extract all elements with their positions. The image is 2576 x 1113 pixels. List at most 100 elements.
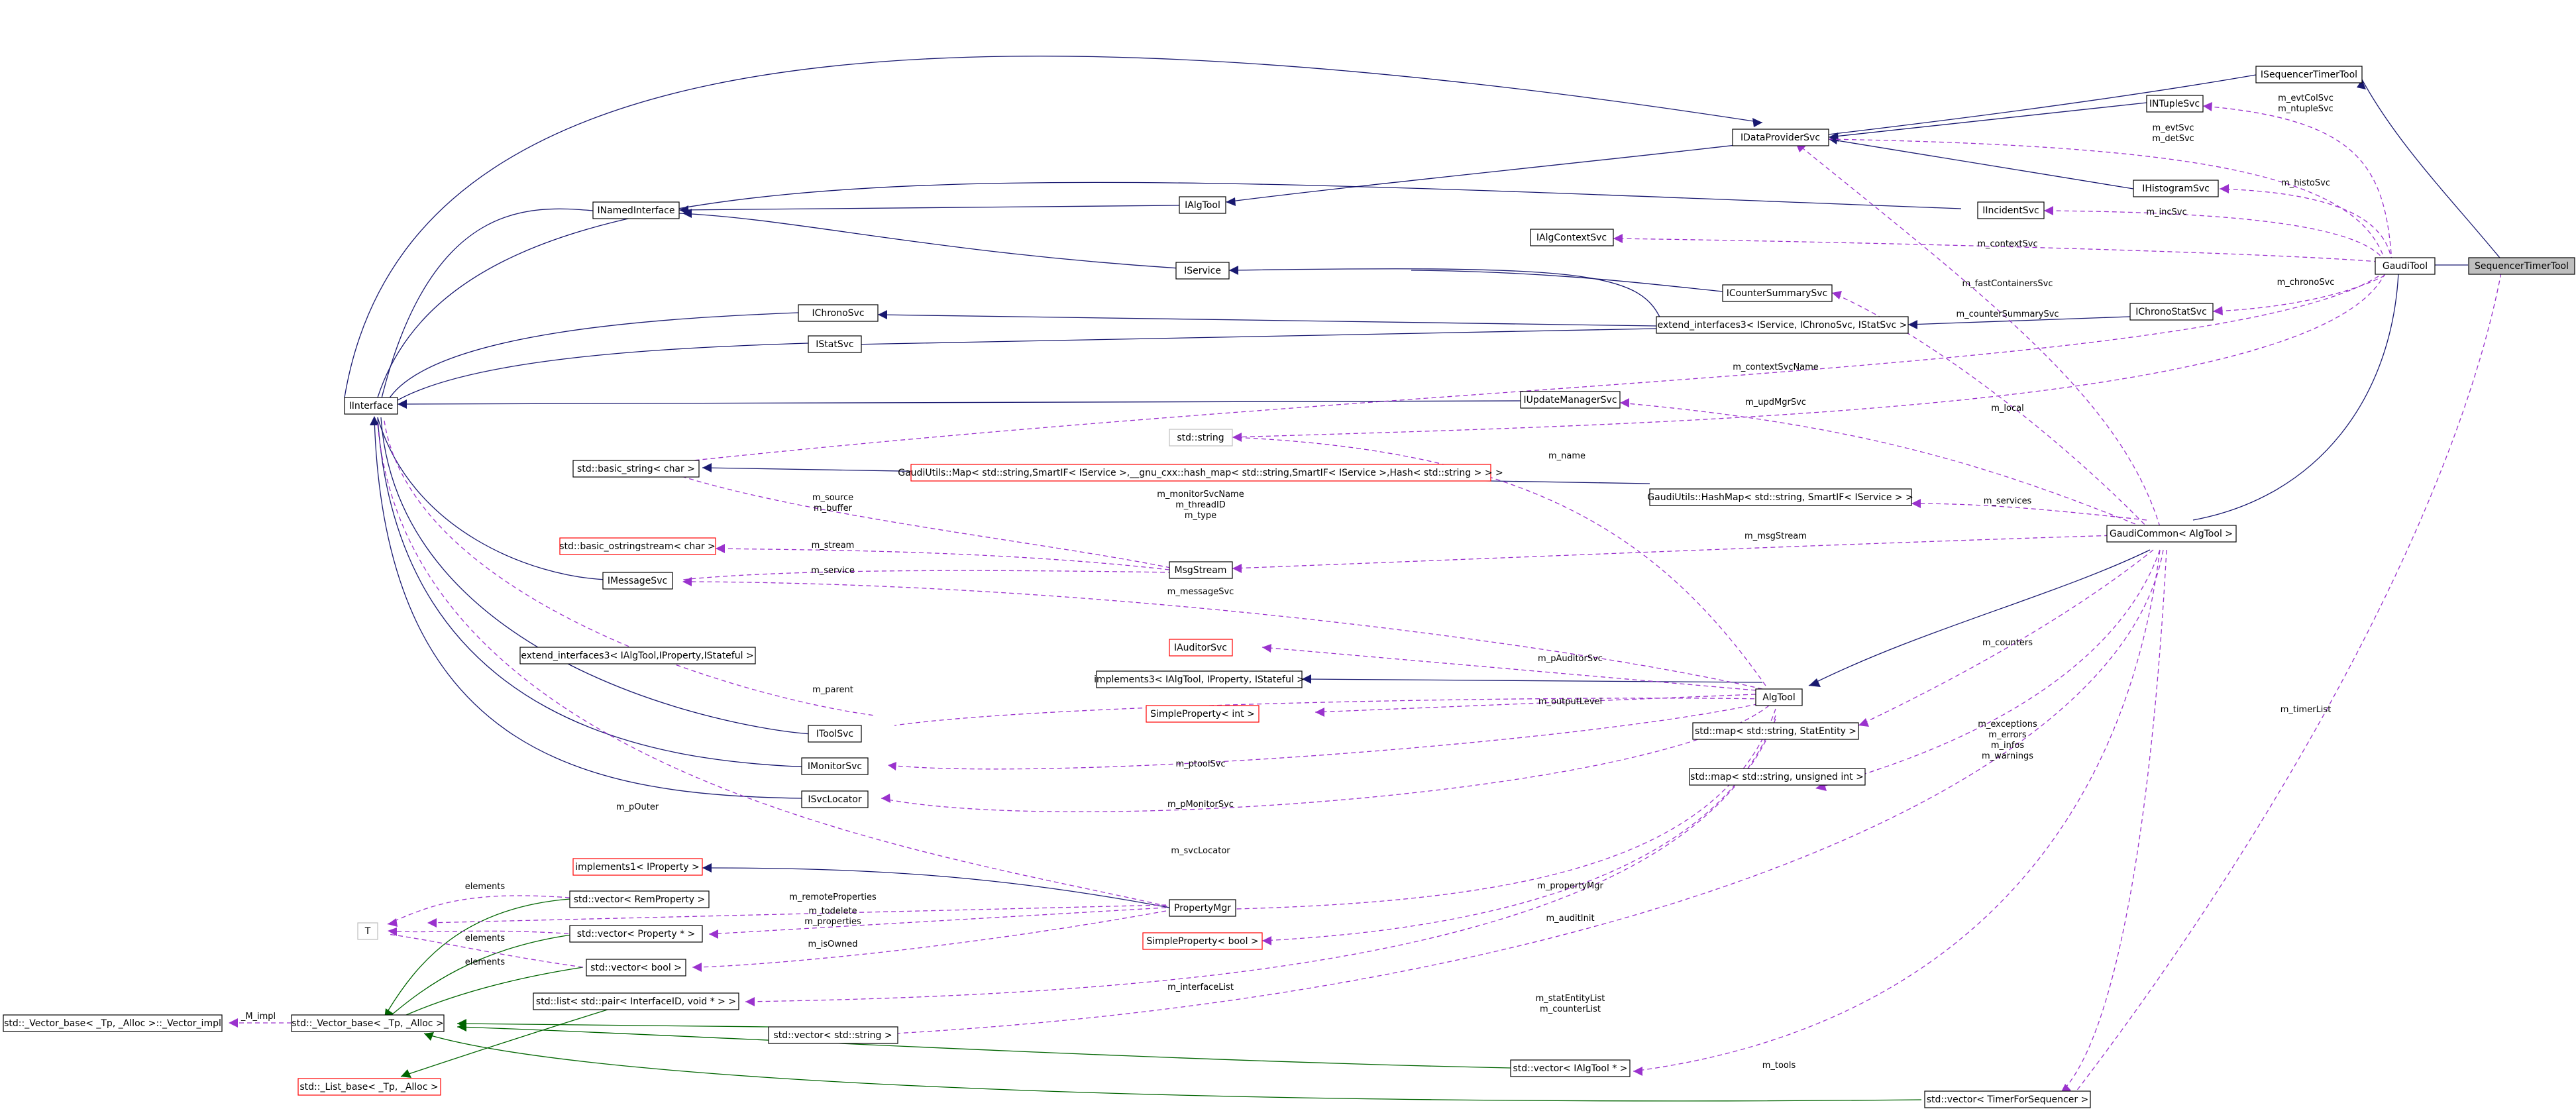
node-implements3[interactable]: implements3< IAlgTool, IProperty, IState…	[1094, 670, 1305, 688]
node-IMessageSvc[interactable]: IMessageSvc	[602, 572, 673, 590]
svg-text:m_type: m_type	[1185, 511, 1216, 521]
node-PropertyMgr[interactable]: PropertyMgr	[1169, 899, 1236, 917]
svg-text:std::vector< TimerForSequencer: std::vector< TimerForSequencer >	[1927, 1094, 2089, 1105]
svg-text:m_svcLocator: m_svcLocator	[1171, 846, 1230, 856]
svg-text:IAlgContextSvc: IAlgContextSvc	[1536, 233, 1607, 243]
node-SimpleProperty_int[interactable]: SimpleProperty< int >	[1146, 705, 1260, 723]
edge-labels: m_evtColSvc m_ntupleSvc m_evtSvc m_detSv…	[241, 93, 2335, 1071]
svg-text:m_remoteProperties: m_remoteProperties	[789, 892, 877, 902]
node-MsgStream[interactable]: MsgStream	[1169, 561, 1233, 579]
svg-text:m_msgStream: m_msgStream	[1744, 531, 1807, 541]
svg-text:T: T	[364, 926, 371, 937]
node-IAuditorSvc[interactable]: IAuditorSvc	[1169, 639, 1233, 657]
node-vector_IAlgTool[interactable]: std::vector< IAlgTool * >	[1510, 1059, 1631, 1077]
svg-text:m_parent: m_parent	[812, 685, 853, 695]
node-List_base[interactable]: std::_List_base< _Tp, _Alloc >	[297, 1078, 441, 1096]
node-extend_interfaces3_alg[interactable]: extend_interfaces3< IAlgTool,IProperty,I…	[519, 647, 756, 664]
svg-text:m_pAuditorSvc: m_pAuditorSvc	[1538, 654, 1603, 664]
node-GaudiUtils_Map[interactable]: GaudiUtils::Map< std::string,SmartIF< IS…	[898, 464, 1503, 482]
node-GaudiTool[interactable]: GaudiTool	[2375, 257, 2436, 275]
node-extend_interfaces3[interactable]: extend_interfaces3< IService, IChronoSvc…	[1656, 316, 1909, 334]
svg-text:m_threadID: m_threadID	[1175, 500, 1226, 510]
node-implements1[interactable]: implements1< IProperty >	[572, 858, 703, 876]
svg-text:_M_impl: _M_impl	[241, 1012, 276, 1022]
svg-text:m_monitorSvcName: m_monitorSvcName	[1157, 490, 1244, 500]
node-IDataProviderSvc[interactable]: IDataProviderSvc	[1732, 129, 1829, 146]
node-GaudiUtils_HashMap[interactable]: GaudiUtils::HashMap< std::string, SmartI…	[1647, 488, 1913, 506]
svg-text:ISequencerTimerTool: ISequencerTimerTool	[2261, 70, 2357, 80]
svg-text:IUpdateManagerSvc: IUpdateManagerSvc	[1523, 395, 1617, 405]
svg-text:std::basic_string< char >: std::basic_string< char >	[577, 464, 695, 474]
node-map_StatEntity[interactable]: std::map< std::string, StatEntity >	[1692, 722, 1859, 740]
node-IInterface[interactable]: IInterface	[344, 397, 398, 415]
node-ISvcLocator[interactable]: ISvcLocator	[801, 790, 869, 808]
svg-text:m_source: m_source	[812, 493, 853, 503]
node-vector_Property[interactable]: std::vector< Property * >	[569, 925, 703, 943]
svg-text:INamedInterface: INamedInterface	[598, 205, 675, 216]
node-IChronoSvc[interactable]: IChronoSvc	[798, 304, 879, 322]
svg-text:std::vector< Property * >: std::vector< Property * >	[577, 929, 696, 939]
svg-text:m_outputLevel: m_outputLevel	[1538, 697, 1602, 707]
svg-text:m_pOuter: m_pOuter	[616, 802, 659, 812]
node-std-string[interactable]: std::string	[1169, 429, 1233, 447]
node-vector_Timer[interactable]: std::vector< TimerForSequencer >	[1924, 1090, 2091, 1108]
svg-text:IIncidentSvc: IIncidentSvc	[1982, 205, 2039, 216]
node-IUpdateManagerSvc[interactable]: IUpdateManagerSvc	[1520, 391, 1621, 409]
svg-text:SequencerTimerTool: SequencerTimerTool	[2475, 261, 2569, 272]
node-IHistogramSvc[interactable]: IHistogramSvc	[2133, 180, 2219, 197]
node-IAlgContextSvc[interactable]: IAlgContextSvc	[1530, 229, 1614, 246]
node-IChronoStatSvc[interactable]: IChronoStatSvc	[2129, 303, 2214, 321]
svg-text:IDataProviderSvc: IDataProviderSvc	[1741, 132, 1820, 143]
svg-text:std::string: std::string	[1177, 433, 1224, 443]
node-Vector_impl[interactable]: std::_Vector_base< _Tp, _Alloc >::_Vecto…	[3, 1014, 223, 1032]
node-IAlgTool[interactable]: IAlgTool	[1179, 196, 1226, 214]
svg-text:IChronoSvc: IChronoSvc	[812, 308, 864, 319]
svg-text:m_counterList: m_counterList	[1540, 1004, 1601, 1014]
svg-text:elements: elements	[465, 933, 506, 943]
node-IService[interactable]: IService	[1175, 262, 1230, 280]
node-SimpleProperty_bool[interactable]: SimpleProperty< bool >	[1142, 932, 1263, 950]
node-basic_string[interactable]: std::basic_string< char >	[572, 460, 700, 478]
node-GaudiCommon[interactable]: GaudiCommon< AlgTool >	[2106, 525, 2237, 543]
svg-text:elements: elements	[465, 957, 506, 967]
svg-text:IStatSvc: IStatSvc	[816, 339, 853, 350]
node-T[interactable]: T	[357, 922, 378, 940]
node-IStatSvc[interactable]: IStatSvc	[808, 335, 862, 353]
node-ISequencerTimerTool[interactable]: ISequencerTimerTool	[2255, 66, 2363, 83]
svg-text:m_timerList: m_timerList	[2281, 705, 2332, 715]
node-vector_bool[interactable]: std::vector< bool >	[586, 959, 686, 977]
node-SequencerTimerTool[interactable]: SequencerTimerTool	[2468, 257, 2575, 275]
svg-text:m_todelete: m_todelete	[808, 906, 857, 916]
svg-text:m_infos: m_infos	[1991, 741, 2025, 751]
svg-text:IAlgTool: IAlgTool	[1185, 200, 1220, 211]
svg-text:IService: IService	[1184, 266, 1221, 276]
svg-text:std::_List_base< _Tp, _Alloc >: std::_List_base< _Tp, _Alloc >	[299, 1082, 438, 1092]
svg-text:m_counterSummarySvc: m_counterSummarySvc	[1956, 309, 2059, 319]
node-vector_RemProperty[interactable]: std::vector< RemProperty >	[569, 890, 710, 908]
node-IMonitorSvc[interactable]: IMonitorSvc	[801, 757, 869, 775]
svg-text:m_isOwned: m_isOwned	[808, 939, 858, 949]
svg-text:m_chronoSvc: m_chronoSvc	[2277, 278, 2335, 288]
svg-text:m_auditInit: m_auditInit	[1546, 914, 1594, 924]
node-Vector_base[interactable]: std::_Vector_base< _Tp, _Alloc >	[291, 1014, 445, 1032]
node-map_unsigned[interactable]: std::map< std::string, unsigned int >	[1689, 768, 1866, 786]
svg-text:m_evtColSvc: m_evtColSvc	[2278, 93, 2334, 103]
svg-text:m_messageSvc: m_messageSvc	[1167, 587, 1234, 597]
node-AlgTool[interactable]: AlgTool	[1755, 688, 1803, 706]
node-basic_ostringstream[interactable]: std::basic_ostringstream< char >	[559, 537, 716, 555]
node-IToolSvc[interactable]: IToolSvc	[808, 725, 862, 743]
svg-text:m_updMgrSvc: m_updMgrSvc	[1745, 398, 1806, 407]
node-IIncidentSvc[interactable]: IIncidentSvc	[1977, 201, 2045, 219]
svg-text:MsgStream: MsgStream	[1175, 565, 1227, 576]
svg-text:implements3< IAlgTool, IProper: implements3< IAlgTool, IProperty, IState…	[1094, 674, 1305, 685]
svg-text:m_properties: m_properties	[804, 917, 861, 927]
node-ICounterSummarySvc[interactable]: ICounterSummarySvc	[1722, 284, 1833, 302]
node-vector_string[interactable]: std::vector< std::string >	[768, 1026, 898, 1044]
node-INamedInterface[interactable]: INamedInterface	[592, 201, 680, 219]
node-INTupleSvc[interactable]: INTupleSvc	[2146, 95, 2204, 113]
svg-text:GaudiUtils::HashMap< std::stri: GaudiUtils::HashMap< std::string, SmartI…	[1647, 492, 1913, 503]
svg-text:SimpleProperty< bool >: SimpleProperty< bool >	[1146, 936, 1258, 947]
svg-text:m_statEntityList: m_statEntityList	[1536, 994, 1605, 1004]
node-list_pair[interactable]: std::list< std::pair< InterfaceID, void …	[533, 992, 739, 1010]
template-edges	[384, 898, 1922, 1102]
